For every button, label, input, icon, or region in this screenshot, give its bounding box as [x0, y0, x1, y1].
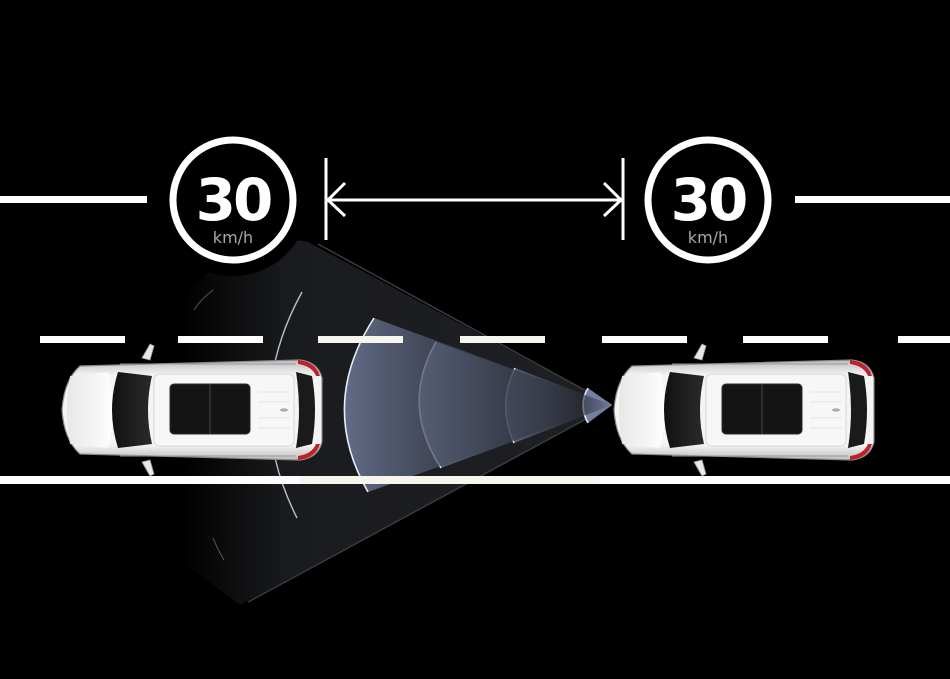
radar-waves [193, 289, 612, 561]
speed-sign-ego: 30 km/h [169, 136, 297, 264]
speed-sign-lead: 30 km/h [644, 136, 772, 264]
speed-value: 30 [671, 166, 746, 234]
distance-indicator [324, 158, 625, 240]
speed-unit: km/h [213, 228, 253, 247]
center-dashed-line [40, 336, 950, 343]
arrow-right-head-icon [602, 181, 624, 218]
speed-value: 30 [196, 166, 271, 234]
top-solid-line-right [795, 196, 950, 203]
top-solid-line-left [0, 196, 147, 203]
arrow-left-head-icon [325, 181, 347, 218]
radar-wave-1 [344, 318, 612, 492]
road-lines [0, 196, 950, 484]
speed-unit: km/h [688, 228, 728, 247]
